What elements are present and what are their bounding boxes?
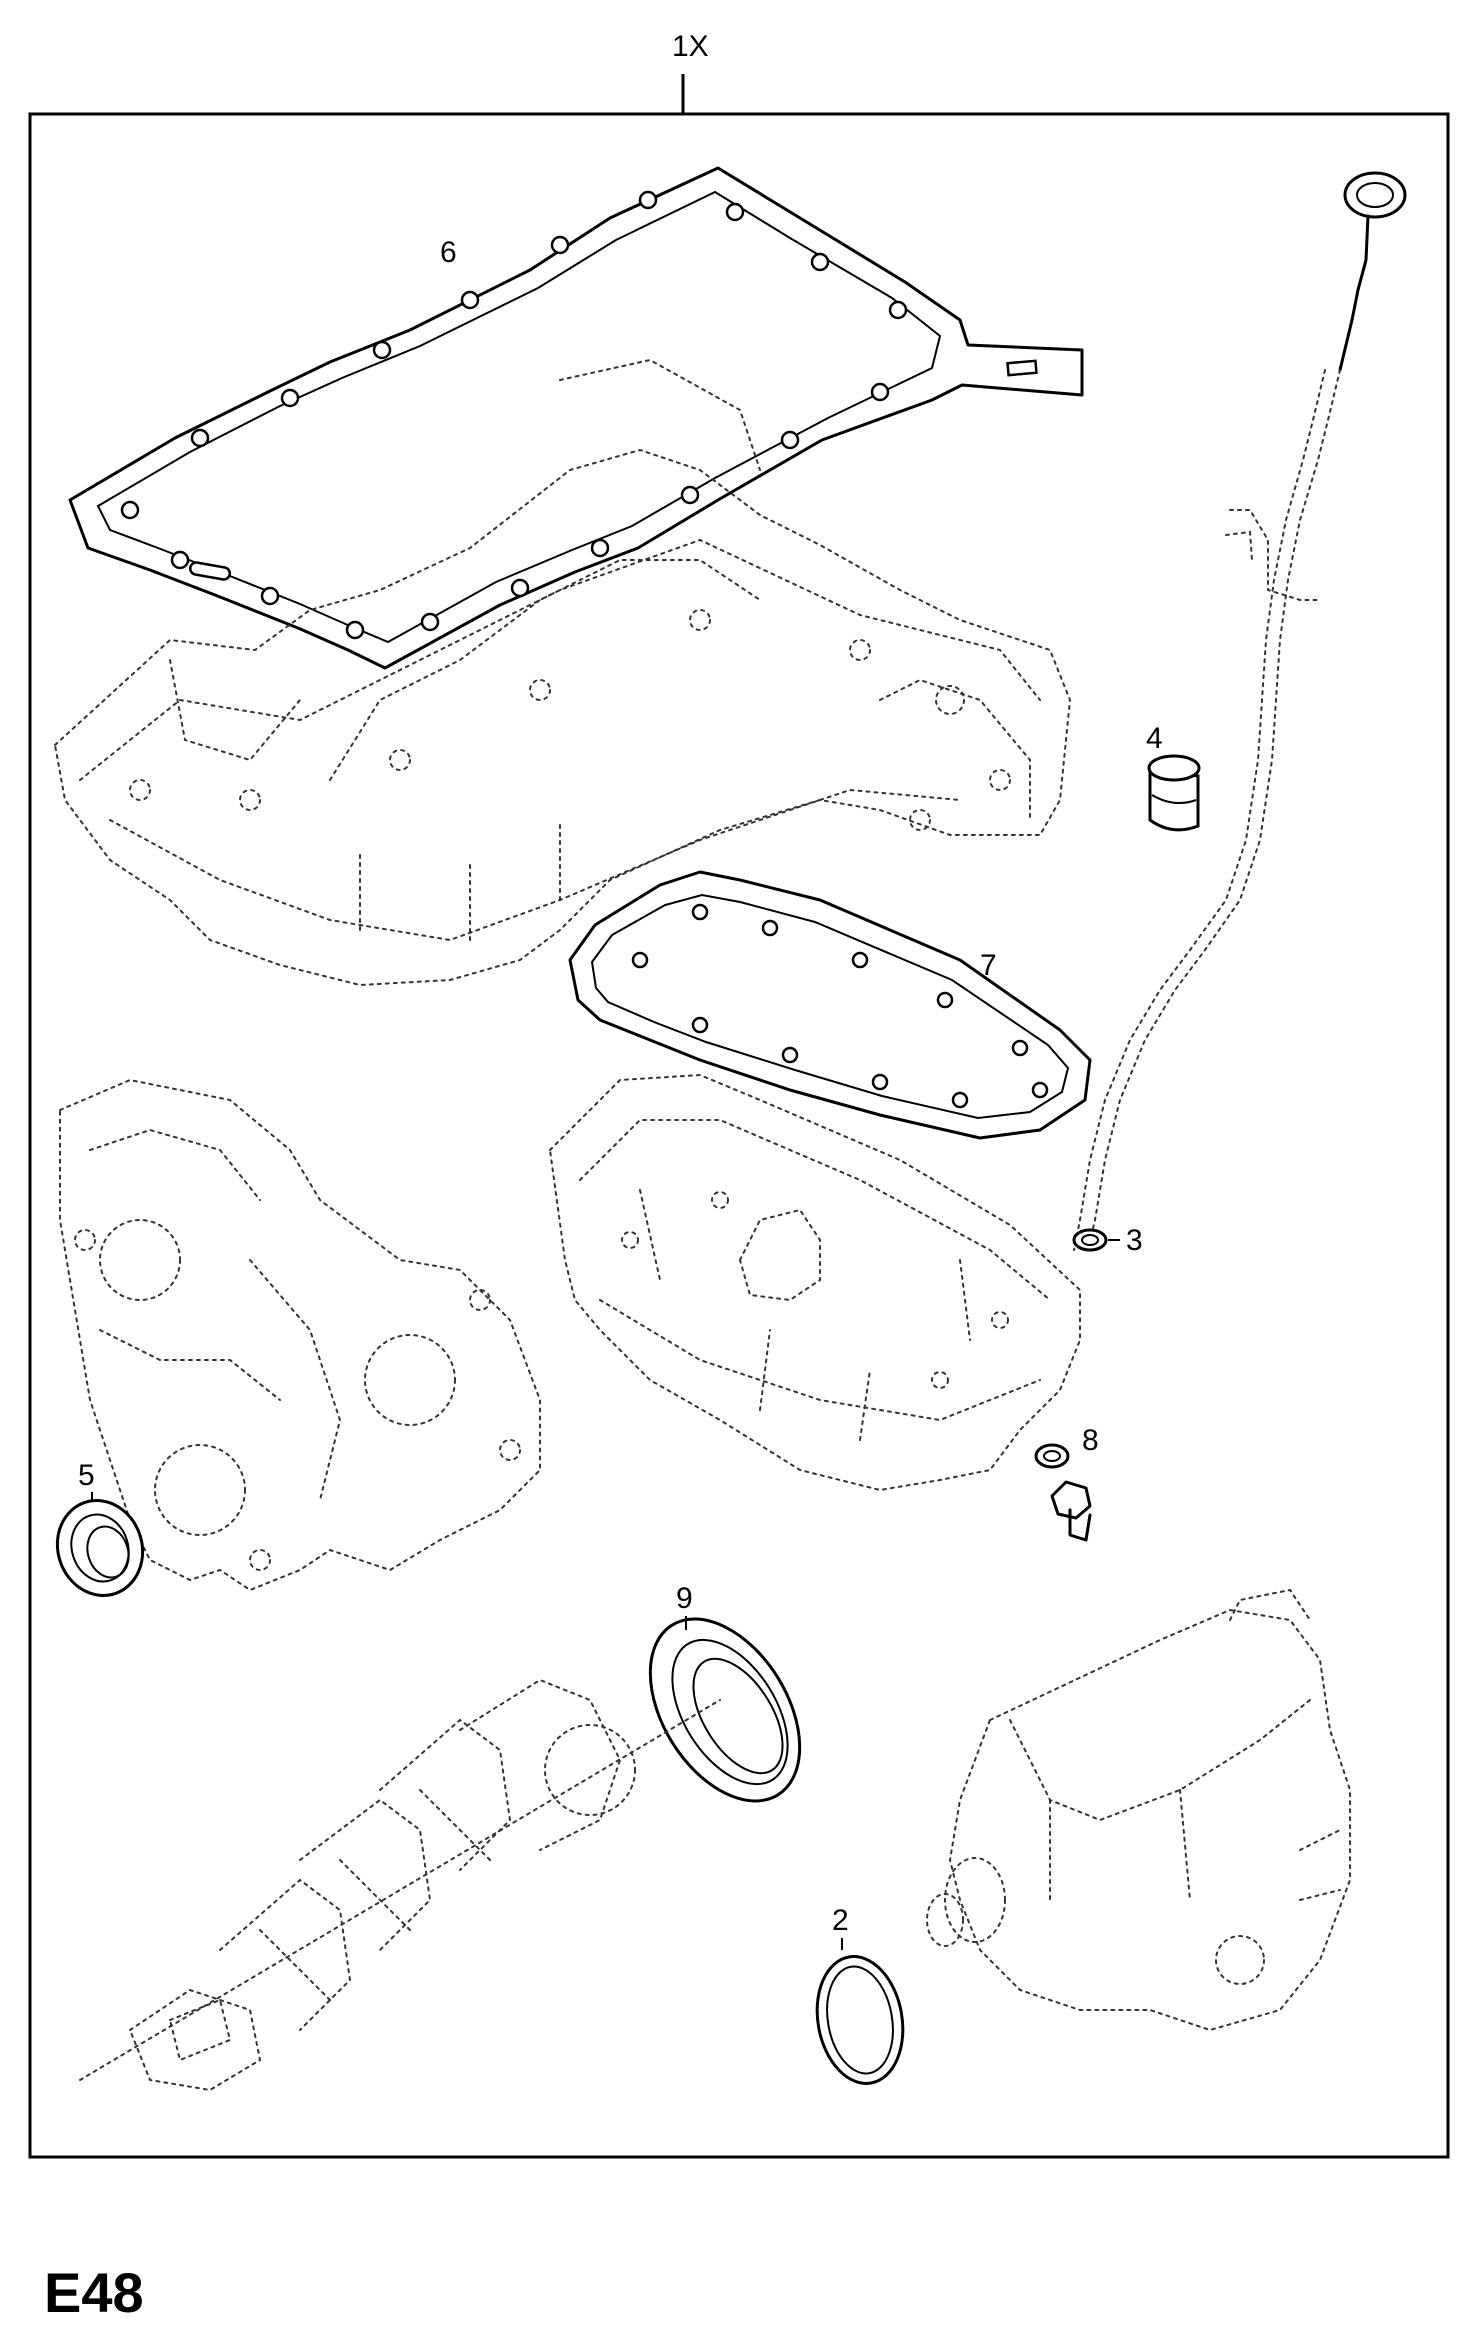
callout-7: 7 [980, 949, 997, 982]
dipstick-assembly [1073, 171, 1407, 1251]
kit-label: 1X [672, 30, 709, 63]
upper-oil-pan-gasket [68, 166, 1084, 670]
cap-part-4 [1147, 754, 1201, 832]
engine-front-cover [59, 1078, 541, 1592]
page-code: E48 [44, 2261, 144, 2324]
crankshaft-seal-part-9 [648, 1617, 802, 1803]
o-ring-part-3 [1072, 1228, 1108, 1252]
callout-9: 9 [676, 1582, 693, 1615]
lower-oil-pan-gasket [568, 870, 1092, 1140]
callout-2: 2 [832, 1904, 849, 1937]
callout-8: 8 [1082, 1424, 1099, 1457]
injection-pump [926, 1588, 1351, 2032]
o-ring-part-2 [815, 1955, 905, 2085]
oil-pan-upper-section [53, 358, 1072, 987]
callout-6: 6 [440, 236, 457, 269]
callout-4: 4 [1146, 722, 1163, 755]
seal-ring-part-5 [55, 1499, 145, 1597]
drain-plug-part-8 [1034, 1443, 1092, 1542]
kit-frame [28, 112, 1450, 2159]
callout-5: 5 [78, 1459, 95, 1492]
callout-3: 3 [1126, 1224, 1143, 1257]
crankshaft [79, 1678, 721, 2092]
lower-oil-pan [548, 1073, 1081, 1492]
